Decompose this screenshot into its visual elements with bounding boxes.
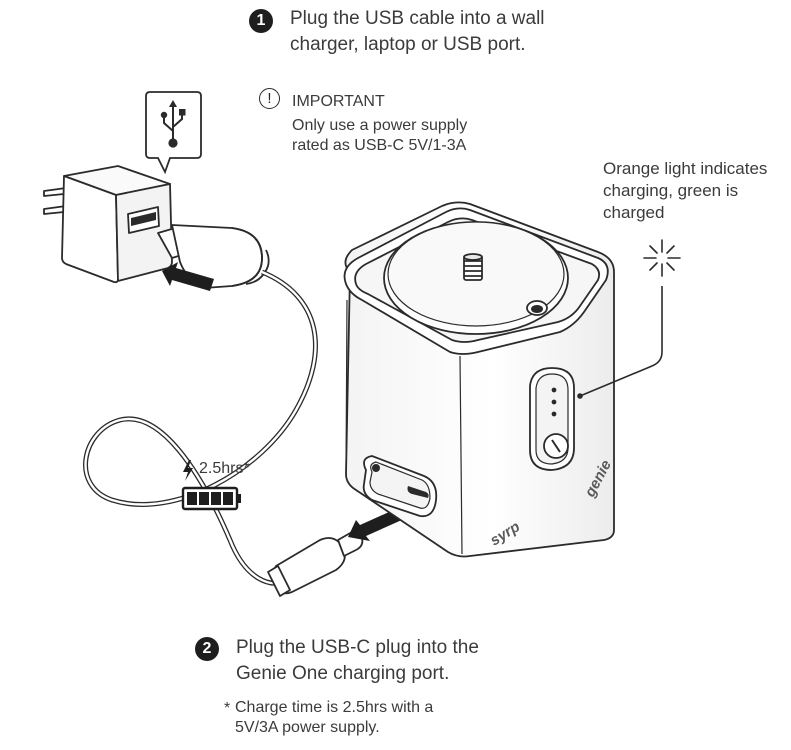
insert-arrow-icon [162,262,214,291]
lightning-bolt-icon [183,460,193,481]
step-2-number: 2 [202,640,212,657]
footnote-mark: * [224,700,231,717]
light-note-text: Orange light indicates charging, green i… [603,159,768,222]
usb-c-plug [267,530,364,597]
usb-cable [83,269,318,586]
important-title: IMPORTANT [292,93,385,110]
step-2-text: Plug the USB-C plug into the Genie One c… [236,637,479,684]
exclamation-circle-icon: ! [259,88,280,109]
exclamation-mark: ! [267,90,272,107]
step-1-badge: 1 [249,9,273,33]
footnote-text: Charge time is 2.5hrs with a 5V/3A power… [235,699,434,736]
wall-charger [43,165,173,284]
step-1-number: 1 [256,12,266,29]
step-1-text: Plug the USB cable into a wall charger, … [290,8,545,55]
genie-one-device [343,201,615,558]
usb-callout-icon [145,91,202,175]
usb-a-plug [157,224,270,289]
light-burst-icon [643,239,681,277]
charge-time-label: 2.5hrs* [199,460,250,477]
battery-full-icon [181,486,241,511]
light-callout-leader [577,286,663,399]
step-2-badge: 2 [195,637,219,661]
important-text: Only use a power supply rated as USB-C 5… [292,117,468,154]
usb-symbol-icon [160,100,186,148]
insert-arrow-icon [348,508,404,541]
